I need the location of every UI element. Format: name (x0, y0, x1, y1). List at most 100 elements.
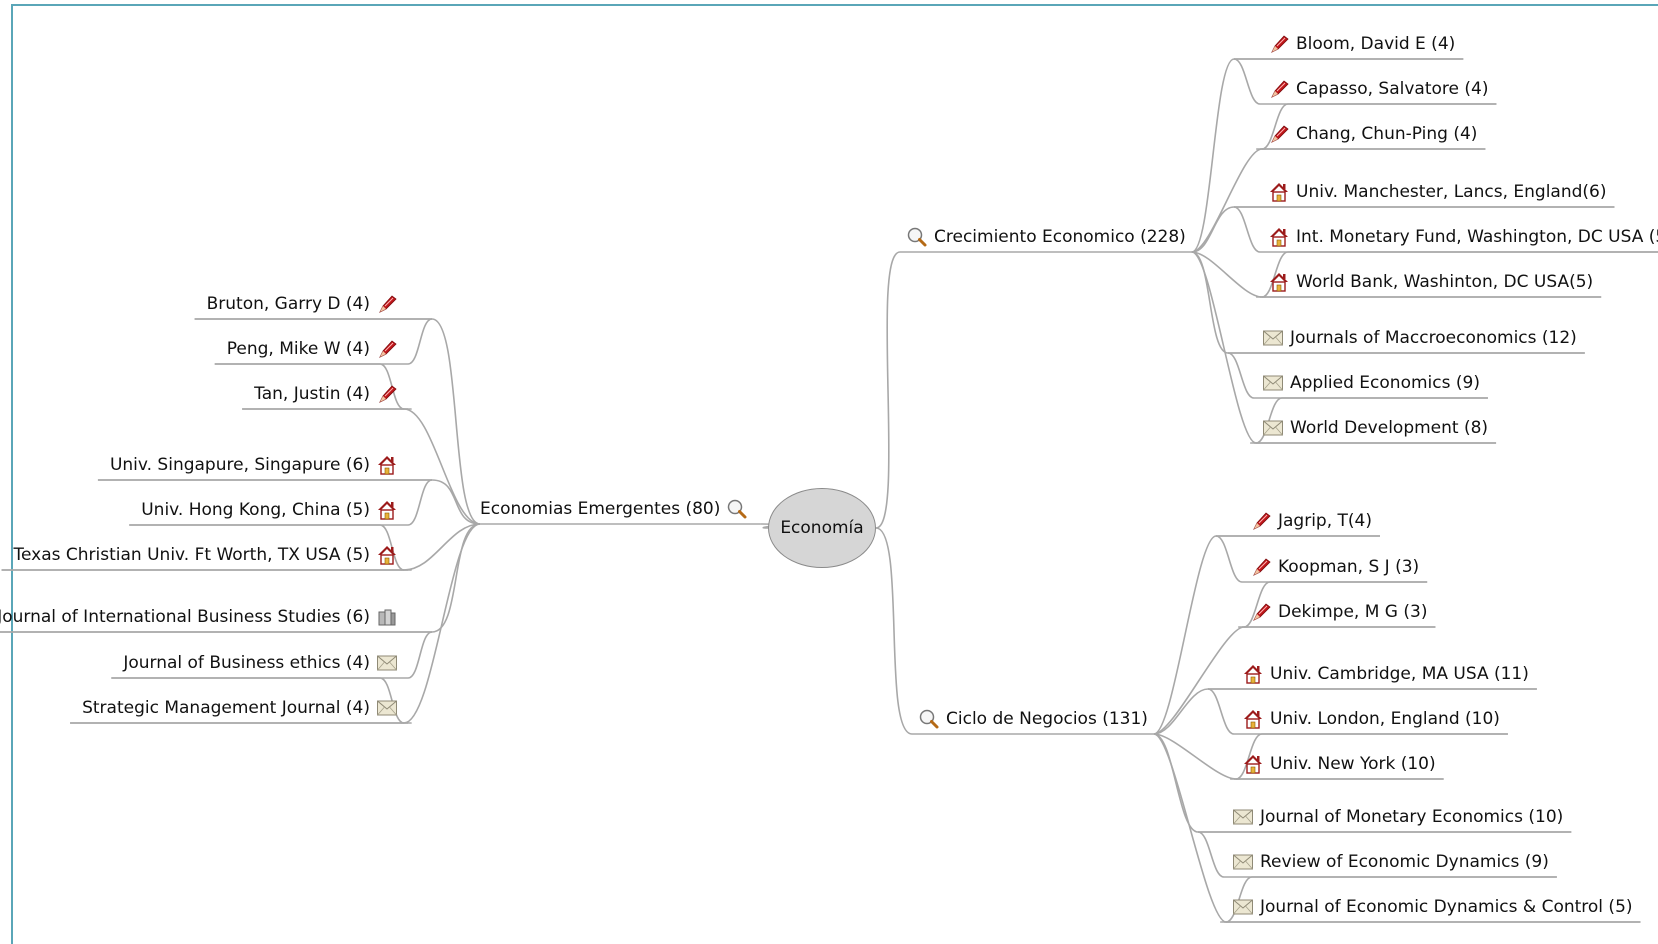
group-connector (1153, 733, 1199, 833)
books-icon (376, 606, 398, 628)
leaf-connector (407, 318, 433, 365)
leaf-label: Journal of Economic Dynamics & Control (… (1260, 897, 1633, 917)
leaf-label: World Development (8) (1290, 418, 1489, 438)
leaf-connector (407, 479, 433, 526)
group-connector (1191, 251, 1263, 298)
group-connector (403, 523, 481, 724)
leaf-journal[interactable]: Journal of International Business Studie… (0, 606, 398, 628)
leaf-author[interactable]: Bloom, David E (4) (1268, 33, 1455, 55)
leaf-label: Chang, Chun-Ping (4) (1296, 124, 1478, 144)
house-icon (1268, 226, 1290, 248)
leaf-institution[interactable]: World Bank, Washinton, DC USA(5) (1268, 271, 1593, 293)
leaf-institution[interactable]: Univ. New York (10) (1242, 753, 1436, 775)
group-connector (403, 523, 481, 571)
leaf-author[interactable]: Jagrip, T(4) (1250, 510, 1372, 532)
leaf-author[interactable]: Dekimpe, M G (3) (1250, 601, 1427, 623)
leaf-institution[interactable]: Univ. Singapure, Singapure (6) (110, 454, 398, 476)
leaf-label: Univ. New York (10) (1270, 754, 1436, 774)
magnifier-icon (918, 708, 940, 730)
leaf-journal[interactable]: Journals of Maccroeconomics (12) (1262, 327, 1577, 349)
group-connector (1191, 206, 1235, 253)
leaf-author[interactable]: Peng, Mike W (4) (227, 338, 398, 360)
house-icon (1242, 753, 1264, 775)
envelope-icon (376, 652, 398, 674)
leaf-label: Int. Monetary Fund, Washington, DC USA (… (1296, 227, 1658, 247)
leaf-institution[interactable]: Univ. London, England (10) (1242, 708, 1500, 730)
topic-economias-emergentes[interactable]: Economias Emergentes (80) (480, 498, 748, 520)
leaf-institution[interactable]: Univ. Manchester, Lancs, England(6) (1268, 181, 1606, 203)
leaf-institution[interactable]: Texas Christian Univ. Ft Worth, TX USA (… (14, 544, 398, 566)
leaf-author[interactable]: Capasso, Salvatore (4) (1268, 78, 1488, 100)
leaf-connector (1227, 352, 1255, 399)
house-icon (1268, 271, 1290, 293)
quill-pen-icon (1250, 601, 1272, 623)
group-connector (403, 408, 481, 525)
leaf-author[interactable]: Tan, Justin (4) (254, 383, 398, 405)
envelope-icon (1232, 851, 1254, 873)
leaf-label: Texas Christian Univ. Ft Worth, TX USA (… (13, 545, 370, 565)
house-icon (1242, 708, 1264, 730)
leaf-author[interactable]: Chang, Chun-Ping (4) (1268, 123, 1477, 145)
magnifier-icon (726, 498, 748, 520)
envelope-icon (1262, 327, 1284, 349)
quill-pen-icon (1250, 510, 1272, 532)
leaf-connector (1197, 831, 1225, 878)
leaf-label: Journal of Business ethics (4) (123, 653, 370, 673)
leaf-label: Capasso, Salvatore (4) (1296, 79, 1489, 99)
leaf-label: Tan, Justin (4) (254, 384, 370, 404)
group-connector (431, 318, 481, 525)
leaf-label: Koopman, S J (3) (1278, 557, 1420, 577)
house-icon (376, 499, 398, 521)
group-connector (1191, 58, 1235, 253)
leaf-label: Strategic Management Journal (4) (82, 698, 370, 718)
envelope-icon (1232, 896, 1254, 918)
house-icon (1268, 181, 1290, 203)
topic-label: Ciclo de Negocios (131) (946, 709, 1148, 729)
leaf-connector (1207, 688, 1235, 735)
leaf-institution[interactable]: Univ. Cambridge, MA USA (11) (1242, 663, 1529, 685)
topic-crecimiento-economico[interactable]: Crecimiento Economico (228) (906, 226, 1186, 248)
central-topic-label: Economía (780, 518, 864, 538)
topic-ciclo-de-negocios[interactable]: Ciclo de Negocios (131) (918, 708, 1148, 730)
leaf-author[interactable]: Bruton, Garry D (4) (207, 293, 398, 315)
leaf-institution[interactable]: Int. Monetary Fund, Washington, DC USA (… (1268, 226, 1658, 248)
magnifier-icon (906, 226, 928, 248)
leaf-journal[interactable]: World Development (8) (1262, 417, 1488, 439)
group-connector (1153, 688, 1209, 735)
quill-pen-icon (376, 383, 398, 405)
leaf-journal[interactable]: Strategic Management Journal (4) (82, 697, 398, 719)
leaf-label: World Bank, Washinton, DC USA(5) (1296, 272, 1594, 292)
leaf-label: Journal of Monetary Economics (10) (1260, 807, 1564, 827)
leaf-journal[interactable]: Journal of Economic Dynamics & Control (… (1232, 896, 1633, 918)
group-connector (1191, 148, 1263, 253)
leaf-author[interactable]: Koopman, S J (3) (1250, 556, 1419, 578)
topic-label: Economias Emergentes (80) (480, 499, 721, 519)
leaf-connector (1261, 251, 1289, 298)
leaf-label: Dekimpe, M G (3) (1278, 602, 1428, 622)
leaf-connector (407, 631, 433, 679)
envelope-icon (1232, 806, 1254, 828)
quill-pen-icon (1268, 123, 1290, 145)
group-connector (1153, 626, 1245, 735)
group-connector (1191, 251, 1257, 444)
envelope-icon (1262, 417, 1284, 439)
leaf-label: Applied Economics (9) (1290, 373, 1480, 393)
group-connector (431, 523, 481, 633)
leaf-label: Bruton, Garry D (4) (206, 294, 370, 314)
quill-pen-icon (376, 293, 398, 315)
leaf-label: Journal of International Business Studie… (0, 607, 370, 627)
leaf-connector (1235, 733, 1263, 780)
group-connector (1153, 733, 1237, 780)
leaf-institution[interactable]: Univ. Hong Kong, China (5) (141, 499, 398, 521)
leaf-journal[interactable]: Applied Economics (9) (1262, 372, 1480, 394)
leaf-label: Peng, Mike W (4) (226, 339, 370, 359)
leaf-journal[interactable]: Journal of Monetary Economics (10) (1232, 806, 1563, 828)
envelope-icon (376, 697, 398, 719)
leaf-label: Bloom, David E (4) (1296, 34, 1456, 54)
leaf-label: Univ. Cambridge, MA USA (11) (1270, 664, 1529, 684)
leaf-journal[interactable]: Review of Economic Dynamics (9) (1232, 851, 1549, 873)
house-icon (376, 544, 398, 566)
central-topic[interactable]: Economía (768, 488, 876, 568)
leaf-label: Univ. Manchester, Lancs, England(6) (1296, 182, 1607, 202)
leaf-journal[interactable]: Journal of Business ethics (4) (123, 652, 398, 674)
